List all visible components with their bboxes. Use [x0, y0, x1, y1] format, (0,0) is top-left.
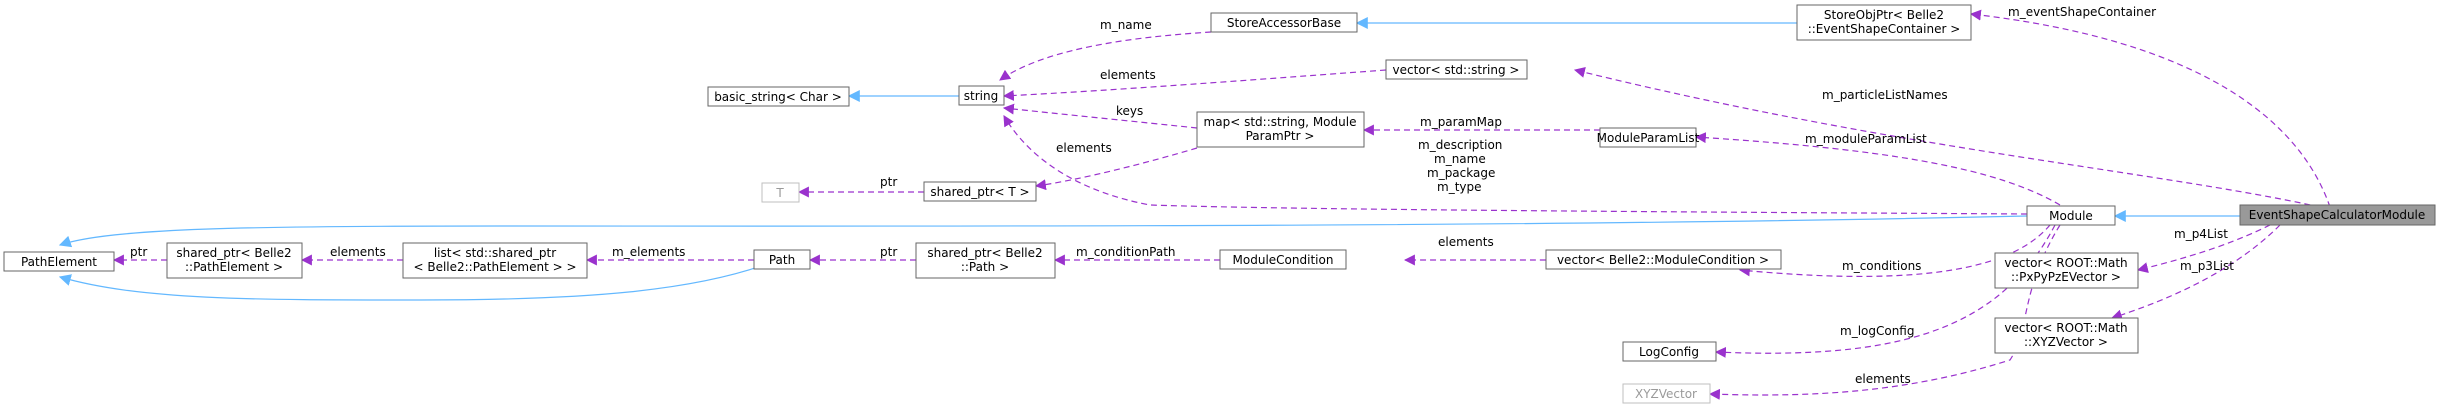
- label-module-string-member-1: m_description: [1418, 138, 1502, 152]
- inheritance-edges: [58, 17, 2240, 301]
- label-module-string-member-3: m_package: [1427, 166, 1495, 180]
- node-store-accessor-base[interactable]: StoreAccessorBase: [1210, 12, 1358, 33]
- node-module-label: Module: [2049, 209, 2093, 223]
- node-store-obj-ptr[interactable]: StoreObjPtr< Belle2 ::EventShapeContaine…: [1796, 4, 1972, 41]
- label-ptr-path: ptr: [880, 245, 897, 259]
- node-vector-pxpypze[interactable]: vector< ROOT::Math ::PxPyPzEVector >: [1994, 252, 2139, 289]
- node-module[interactable]: Module: [2026, 205, 2116, 226]
- node-vector-pxpypze-line-2: ::PxPyPzEVector >: [2011, 270, 2121, 284]
- edge-m-name: [999, 31, 1212, 81]
- label-elements-xyz: elements: [1855, 372, 1911, 386]
- node-event-shape-calculator-module[interactable]: EventShapeCalculatorModule: [2239, 204, 2436, 226]
- node-map-param-line-2: ParamPtr >: [1246, 129, 1315, 143]
- node-vector-string-label: vector< std::string >: [1393, 63, 1520, 77]
- node-xyz-vector-label: XYZVector: [1635, 387, 1697, 401]
- node-shared-ptr-path-element-line-1: shared_ptr< Belle2: [176, 246, 291, 260]
- node-t[interactable]: T: [761, 182, 800, 203]
- edge-labels: ptr elements m_elements ptr m_conditionP…: [130, 5, 2234, 386]
- node-list-shared-ptr-line-1: list< std::shared_ptr: [434, 246, 556, 260]
- label-elements-module-condition: elements: [1438, 235, 1494, 249]
- node-basic-string-label: basic_string< Char >: [714, 90, 842, 104]
- label-m-p4-list: m_p4List: [2174, 227, 2228, 241]
- label-m-event-shape-container: m_eventShapeContainer: [2008, 5, 2156, 19]
- node-map-param-line-1: map< std::string, Module: [1204, 115, 1357, 129]
- edge-keys: [1002, 103, 1198, 129]
- edge-module-string-members: [1003, 115, 2028, 215]
- node-store-accessor-base-label: StoreAccessorBase: [1227, 16, 1341, 30]
- edge-m-p3-list: [2110, 224, 2281, 321]
- label-m-param-map: m_paramMap: [1420, 115, 1502, 129]
- node-shared-ptr-t-label: shared_ptr< T >: [930, 185, 1029, 199]
- label-module-string-member-2: m_name: [1434, 152, 1486, 166]
- node-list-shared-ptr[interactable]: list< std::shared_ptr < Belle2::PathElem…: [402, 242, 588, 279]
- label-elements-list: elements: [330, 245, 386, 259]
- node-map-param[interactable]: map< std::string, Module ParamPtr >: [1196, 111, 1365, 148]
- node-list-shared-ptr-line-2: < Belle2::PathElement > >: [413, 260, 576, 274]
- label-m-name: m_name: [1100, 18, 1152, 32]
- edge-module-inherits-path-element: [58, 215, 2028, 248]
- node-path[interactable]: Path: [753, 249, 811, 270]
- edge-elements-xyz: [1708, 224, 2061, 400]
- edge-m-p4-list: [2136, 224, 2271, 274]
- node-module-condition-label: ModuleCondition: [1233, 253, 1334, 267]
- node-module-param-list-label: ModuleParamList: [1597, 131, 1700, 145]
- node-shared-ptr-path[interactable]: shared_ptr< Belle2 ::Path >: [915, 242, 1056, 279]
- edge-elements-shared-t: [1034, 147, 1198, 191]
- edge-elements-vector-string: [1002, 69, 1387, 101]
- node-xyz-vector[interactable]: XYZVector: [1622, 383, 1711, 404]
- label-ptr-t: ptr: [880, 175, 897, 189]
- node-basic-string[interactable]: basic_string< Char >: [707, 86, 850, 107]
- label-module-string-member-4: m_type: [1437, 180, 1482, 194]
- label-m-particle-list-names: m_particleListNames: [1822, 88, 1948, 102]
- nodes: PathElement shared_ptr< Belle2 ::PathEle…: [3, 4, 2436, 404]
- label-keys: keys: [1116, 104, 1143, 118]
- node-vector-xyz-line-1: vector< ROOT::Math: [2004, 321, 2127, 335]
- node-vector-pxpypze-line-1: vector< ROOT::Math: [2004, 256, 2127, 270]
- label-m-elements: m_elements: [612, 245, 685, 259]
- node-string-label: string: [964, 89, 998, 103]
- node-t-label: T: [775, 186, 784, 200]
- label-m-conditions: m_conditions: [1842, 259, 1921, 273]
- node-path-element[interactable]: PathElement: [3, 251, 115, 272]
- node-log-config-label: LogConfig: [1639, 345, 1699, 359]
- node-vector-xyz[interactable]: vector< ROOT::Math ::XYZVector >: [1994, 317, 2139, 354]
- node-vector-xyz-line-2: ::XYZVector >: [2024, 335, 2108, 349]
- node-store-obj-ptr-line-1: StoreObjPtr< Belle2: [1824, 8, 1944, 22]
- label-m-log-config: m_logConfig: [1840, 324, 1914, 338]
- label-m-p3-list: m_p3List: [2180, 259, 2234, 273]
- edge-m-module-param-list: [1694, 132, 2061, 206]
- edge-m-event-shape-container: [1969, 9, 2331, 208]
- node-shared-ptr-path-element[interactable]: shared_ptr< Belle2 ::PathElement >: [166, 242, 303, 279]
- label-elements-shared-t: elements: [1056, 141, 1112, 155]
- edge-path-inherits-path-element: [58, 258, 781, 301]
- node-store-obj-ptr-line-2: ::EventShapeContainer >: [1808, 22, 1961, 36]
- node-log-config[interactable]: LogConfig: [1622, 341, 1717, 362]
- node-path-label: Path: [769, 253, 795, 267]
- label-m-module-param-list: m_moduleParamList: [1805, 132, 1927, 146]
- node-vector-module-condition[interactable]: vector< Belle2::ModuleCondition >: [1545, 249, 1782, 270]
- node-shared-ptr-path-line-1: shared_ptr< Belle2: [927, 246, 1042, 260]
- node-module-param-list[interactable]: ModuleParamList: [1597, 127, 1700, 148]
- node-vector-string[interactable]: vector< std::string >: [1385, 59, 1528, 80]
- node-shared-ptr-t[interactable]: shared_ptr< T >: [923, 181, 1037, 202]
- node-shared-ptr-path-line-2: ::Path >: [961, 260, 1009, 274]
- label-elements-vector-string: elements: [1100, 68, 1156, 82]
- node-module-condition[interactable]: ModuleCondition: [1219, 249, 1347, 270]
- node-string[interactable]: string: [958, 85, 1005, 106]
- node-path-element-label: PathElement: [21, 255, 97, 269]
- label-m-condition-path: m_conditionPath: [1076, 245, 1176, 259]
- node-vector-module-condition-label: vector< Belle2::ModuleCondition >: [1557, 253, 1769, 267]
- node-event-shape-calculator-module-label: EventShapeCalculatorModule: [2249, 208, 2426, 222]
- label-ptr-path-element: ptr: [130, 245, 147, 259]
- node-shared-ptr-path-element-line-2: ::PathElement >: [185, 260, 283, 274]
